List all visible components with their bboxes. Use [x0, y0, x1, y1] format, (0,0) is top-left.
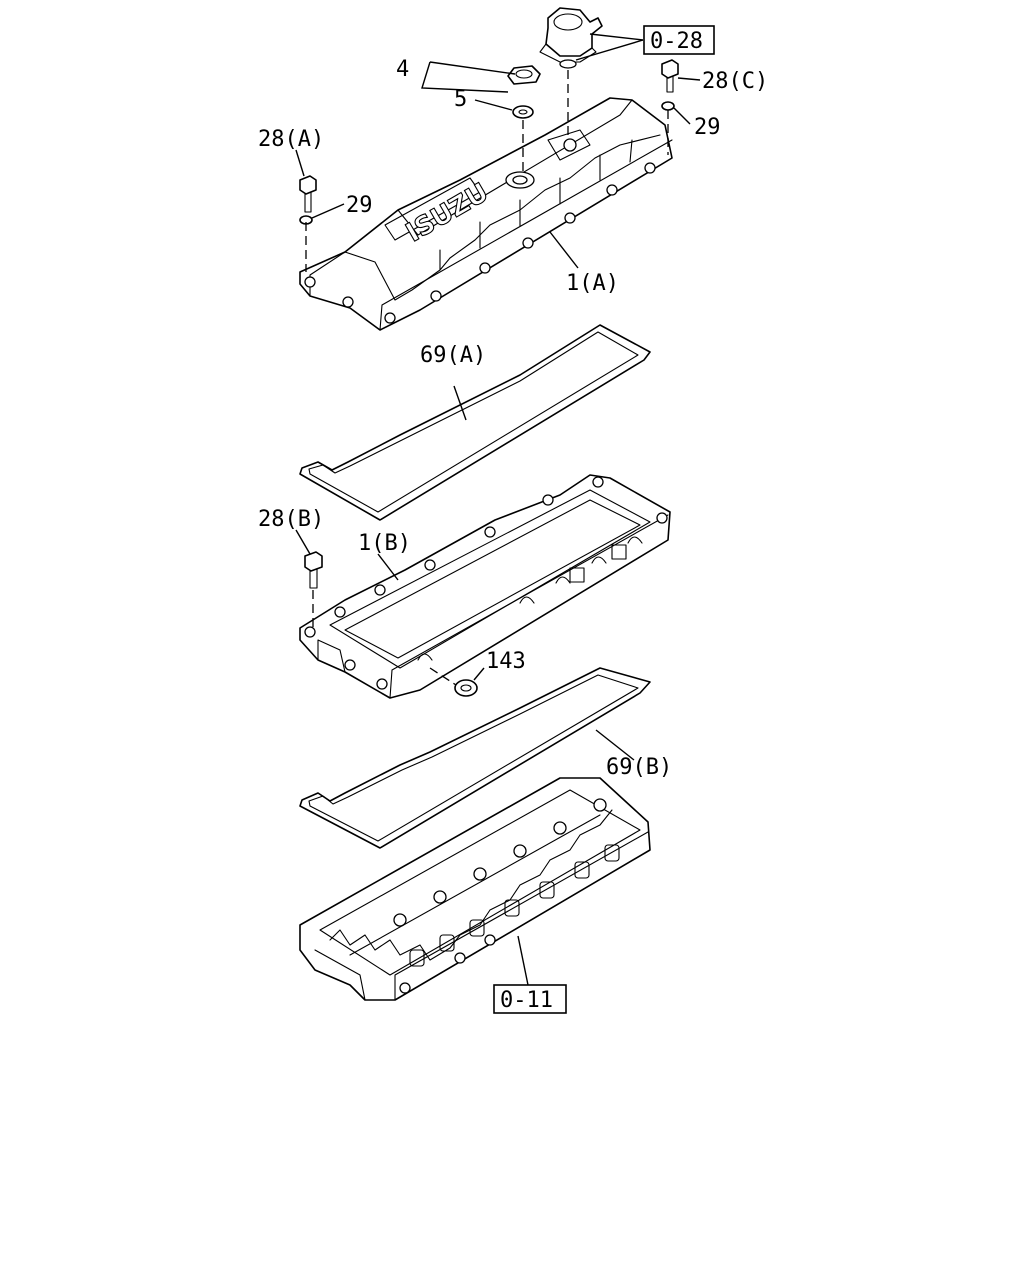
ref-box-0-11 — [493, 984, 567, 1014]
label-1a: 1(A) — [566, 271, 619, 296]
gasket-69b — [299, 667, 651, 849]
label-28c: 28(C) — [702, 69, 768, 94]
label-28a: 28(A) — [258, 127, 324, 152]
label-69b: 69(B) — [606, 755, 672, 780]
gasket-69a — [299, 324, 651, 521]
ref-box-0-28 — [643, 25, 715, 55]
label-1b: 1(B) — [358, 531, 411, 556]
label-4: 4 — [396, 57, 409, 82]
oil-cap — [507, 65, 541, 85]
label-0-11: 0-11 — [500, 988, 553, 1013]
bolt-28c — [661, 59, 679, 93]
cylinder-head — [299, 777, 651, 1001]
seal-143 — [454, 679, 478, 697]
label-143: 143 — [486, 649, 526, 674]
washer-29-right — [661, 101, 675, 111]
label-29-right: 29 — [694, 115, 721, 140]
cover-lower-1b — [299, 474, 671, 699]
label-69a: 69(A) — [420, 343, 486, 368]
label-29-left: 29 — [346, 193, 373, 218]
pcv-valve — [539, 7, 603, 69]
label-0-28: 0-28 — [650, 29, 703, 54]
cap-seal — [512, 105, 534, 119]
label-28b: 28(B) — [258, 507, 324, 532]
label-5: 5 — [454, 87, 467, 112]
bolt-28b — [304, 551, 323, 589]
bolt-28a — [299, 175, 317, 213]
